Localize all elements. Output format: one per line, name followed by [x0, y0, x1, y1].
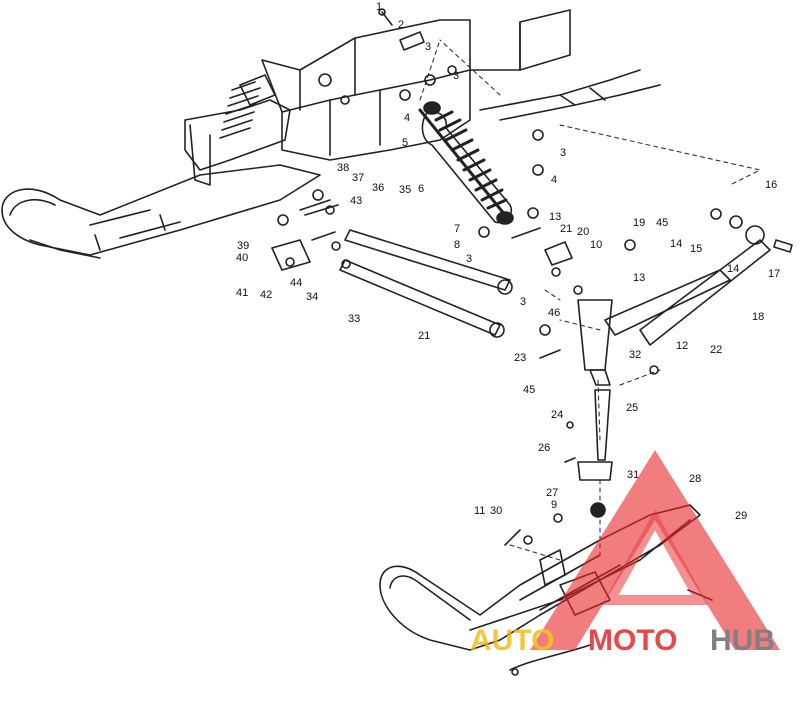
callout-11: 30 — [490, 505, 502, 517]
callout-14: 14 — [727, 263, 739, 275]
callout-17: 17 — [768, 268, 780, 280]
callout-45: 45 — [656, 217, 668, 229]
callout-2: 2 — [398, 19, 404, 31]
watermark-hub: HUB — [710, 624, 775, 657]
callout-42: 44 — [290, 277, 302, 289]
callout-23: 22 — [710, 344, 722, 356]
callout-32: 45 — [523, 384, 535, 396]
watermark-triangle-inner — [601, 509, 709, 605]
callout-25: 26 — [538, 442, 550, 454]
watermark-auto: AUTO — [470, 624, 554, 657]
callout-5: 5 — [402, 137, 408, 149]
callout-20: 20 — [577, 226, 589, 238]
callout-4: 4 — [404, 112, 410, 124]
watermark-triangle-logo — [530, 450, 780, 650]
callout-33: 21 — [418, 330, 430, 342]
callout-1: 1 — [376, 1, 382, 13]
shock-absorber — [418, 101, 514, 225]
callout-9: 11 — [474, 505, 485, 517]
callout-24: 25 — [626, 402, 638, 414]
callout-3: 3 — [560, 147, 566, 159]
left-linkage-cluster — [271, 189, 351, 271]
watermark-moto: MOTO — [588, 624, 677, 657]
callout-30: 29 — [735, 510, 747, 522]
diagram-line-art — [1, 8, 793, 676]
automotohub-watermark: AUTO MOTO HUB — [470, 450, 780, 657]
callout-19: 19 — [633, 217, 645, 229]
callout-34: 33 — [348, 313, 360, 325]
callout-36: 36 — [372, 182, 384, 194]
callout-39: 40 — [236, 252, 248, 264]
callout-labels: 1 2 3 3 4 5 3 6 4 7 8 3 13 21 20 10 19 4… — [236, 1, 780, 522]
callout-35: 35 — [399, 184, 411, 196]
callout-6: 6 — [418, 183, 424, 195]
callout-10: 10 — [590, 239, 602, 251]
callout-3: 46 — [548, 307, 560, 319]
callout-43: 43 — [350, 195, 362, 207]
callout-13: 13 — [549, 211, 561, 223]
callout-21: 21 — [560, 223, 572, 235]
torque-rods — [339, 229, 513, 338]
callout-27: 31 — [627, 469, 639, 481]
callout-12: 24 — [551, 409, 563, 421]
far-side-assembly — [1, 74, 321, 259]
frame-bulkhead — [261, 9, 661, 161]
callout-8: 8 — [454, 239, 460, 251]
callout-46: 13 — [633, 272, 645, 284]
callout-26: 27 — [546, 487, 558, 499]
callout-4: 4 — [551, 174, 557, 186]
callout-40: 41 — [236, 287, 248, 299]
callout-28: 9 — [551, 499, 557, 511]
callout-15: 15 — [690, 243, 702, 255]
callout-13: 23 — [514, 352, 526, 364]
callout-38: 38 — [337, 162, 349, 174]
callout-21: 3 — [520, 296, 526, 308]
callout-3: 3 — [425, 41, 431, 53]
callout-3: 3 — [466, 253, 472, 265]
callout-3: 3 — [453, 70, 459, 82]
callout-18: 18 — [752, 311, 764, 323]
callout-39: 39 — [237, 240, 249, 252]
callout-31: 28 — [689, 473, 701, 485]
callout-37: 37 — [352, 172, 364, 184]
callout-14: 14 — [670, 238, 682, 250]
callout-41: 42 — [260, 289, 272, 301]
callout-22: 32 — [629, 349, 641, 361]
callout-44: 34 — [306, 291, 318, 303]
spindle-arms — [577, 208, 793, 518]
callout-7: 7 — [454, 223, 460, 235]
callout-45: 12 — [676, 340, 688, 352]
callout-16: 16 — [765, 179, 777, 191]
